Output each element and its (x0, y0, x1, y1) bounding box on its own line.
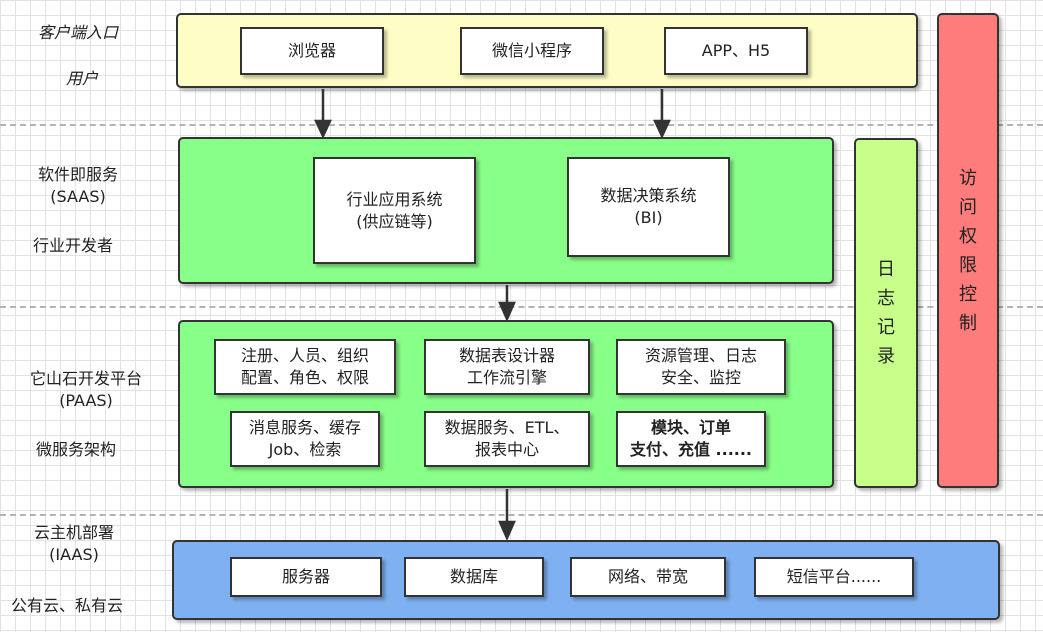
arrow-head-paas-to-iaas (498, 520, 516, 542)
industry-app-line1: 行业应用系统 (346, 189, 443, 209)
message-service-line1: 消息服务、缓存 (248, 418, 361, 437)
access-control-char-5: 控 (959, 283, 977, 305)
data-decision-line2: (BI) (634, 208, 663, 227)
access-control-char-2: 问 (959, 196, 977, 218)
resource-management-line2: 安全、监控 (660, 368, 741, 387)
database-box: 数据库 (404, 557, 544, 597)
client-entry-panel: 浏览器 微信小程序 APP、H5 (176, 13, 918, 88)
side-label-saas-line1: 软件即服务 (37, 165, 118, 184)
access-control-char-3: 权 (959, 225, 977, 247)
log-record-char-2: 志 (877, 288, 895, 309)
module-order-line1: 模块、订单 (650, 418, 731, 437)
log-record-char-1: 日 (877, 259, 895, 280)
app-h5-box: APP、H5 (664, 27, 808, 75)
registration-line2: 配置、角色、权限 (240, 368, 369, 387)
table-designer-box: 数据表设计器 工作流引擎 (424, 339, 590, 395)
side-label-saas-line2: (SAAS) (50, 187, 106, 206)
data-service-box: 数据服务、ETL、 报表中心 (424, 411, 590, 467)
resource-management-box: 资源管理、日志 安全、监控 (616, 339, 786, 395)
table-designer-line1: 数据表设计器 (458, 346, 555, 365)
module-order-line2: 支付、充值 ...... (629, 440, 753, 459)
access-control-char-6: 制 (959, 312, 977, 334)
network-label: 网络、带宽 (607, 567, 688, 586)
app-h5-label: APP、H5 (701, 41, 771, 60)
side-label-saas-title: 软件即服务 (SAAS) (28, 164, 128, 208)
side-label-cloud: 公有云、私有云 (11, 596, 124, 615)
data-service-line1: 数据服务、ETL、 (444, 418, 570, 437)
layer-divider-2 (0, 306, 1043, 308)
database-label: 数据库 (449, 567, 498, 586)
mini-program-label: 微信小程序 (491, 41, 572, 60)
side-label-iaas-line2: (IAAS) (49, 545, 99, 564)
message-service-box: 消息服务、缓存 Job、检索 (230, 411, 380, 467)
server-box: 服务器 (230, 557, 382, 597)
side-label-iaas-title: 云主机部署 (IAAS) (24, 522, 124, 566)
side-label-industry-dev: 行业开发者 (33, 236, 114, 255)
module-order-box: 模块、订单 支付、充值 ...... (616, 411, 766, 467)
registration-box: 注册、人员、组织 配置、角色、权限 (214, 339, 396, 395)
layer-divider-3 (0, 514, 1043, 516)
paas-panel: 注册、人员、组织 配置、角色、权限 数据表设计器 工作流引擎 资源管理、日志 安… (178, 320, 834, 488)
side-label-iaas-line1: 云主机部署 (33, 523, 114, 542)
sms-platform-box: 短信平台...... (754, 557, 914, 597)
data-decision-box: 数据决策系统 (BI) (567, 157, 730, 257)
data-decision-line1: 数据决策系统 (600, 186, 697, 205)
layer-divider-1 (0, 124, 1043, 126)
side-label-microservice: 微服务架构 (36, 440, 117, 459)
side-label-user: 用户 (66, 69, 99, 88)
data-service-line2: 报表中心 (474, 440, 539, 459)
arrow-head-browser-to-saas (314, 119, 332, 139)
browser-label: 浏览器 (287, 41, 336, 60)
log-record-char-4: 录 (877, 346, 895, 367)
side-label-paas-line2: (PAAS) (59, 391, 113, 410)
browser-box: 浏览器 (240, 27, 384, 75)
side-label-client-entry: 客户端入口 (38, 23, 119, 42)
access-control-char-1: 访 (959, 167, 977, 189)
network-box: 网络、带宽 (570, 557, 726, 597)
table-designer-line2: 工作流引擎 (466, 368, 547, 387)
arrow-head-miniprogram-to-saas (653, 119, 671, 139)
side-label-paas-line1: 它山石开发平台 (29, 369, 142, 388)
sms-platform-label: 短信平台...... (786, 567, 882, 586)
log-record-panel: 日 志 记 录 (854, 138, 918, 488)
access-control-char-4: 限 (959, 254, 977, 276)
message-service-line2: Job、检索 (268, 440, 342, 459)
arrow-head-saas-to-paas (498, 301, 516, 323)
mini-program-box: 微信小程序 (460, 27, 604, 75)
server-label: 服务器 (281, 567, 330, 586)
saas-panel: 行业应用系统 (供应链等) 数据决策系统 (BI) (178, 137, 834, 284)
access-control-panel: 访 问 权 限 控 制 (937, 13, 999, 488)
registration-line1: 注册、人员、组织 (240, 346, 369, 365)
iaas-panel: 服务器 数据库 网络、带宽 短信平台...... (172, 540, 1000, 620)
side-label-paas-title: 它山石开发平台 (PAAS) (16, 368, 156, 412)
log-record-char-3: 记 (877, 317, 895, 338)
resource-management-line1: 资源管理、日志 (644, 346, 757, 365)
industry-app-line2: (供应链等) (356, 211, 433, 231)
industry-app-box: 行业应用系统 (供应链等) (313, 157, 476, 264)
